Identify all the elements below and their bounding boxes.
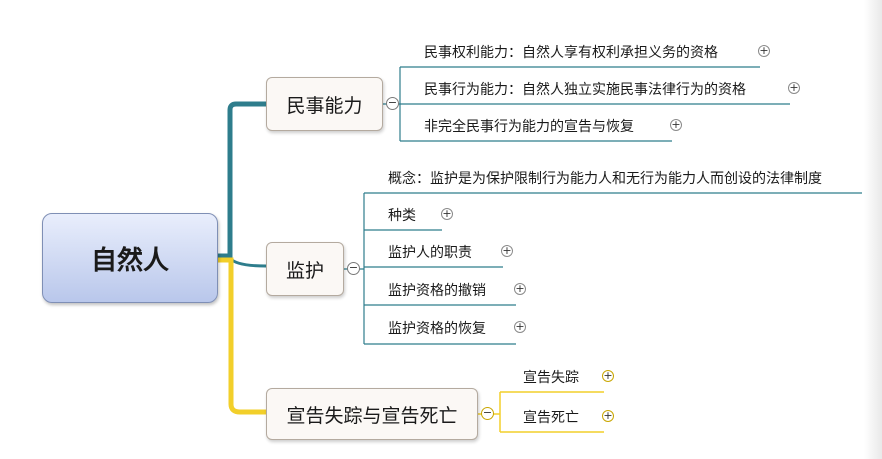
central-topic[interactable]: 自然人 — [42, 213, 218, 303]
expand-types-icon[interactable]: + — [441, 207, 453, 220]
expand-revocation-icon[interactable]: + — [514, 282, 526, 295]
subtopic-restoration[interactable]: 监护资格的恢复 — [388, 321, 486, 337]
expand-declare-missing-icon[interactable]: + — [602, 369, 614, 382]
topic-civil-capacity[interactable]: 民事能力 — [266, 77, 383, 131]
branch-connector-civil — [218, 101, 266, 259]
subtopic-guardianship-concept[interactable]: 概念：监护是为保护限制行为能力人和无行为能力人而创设的法律制度 — [388, 171, 822, 187]
collapse-guardianship-icon[interactable]: − — [347, 261, 360, 275]
subtopic-civil-conduct-capacity[interactable]: 民事行为能力：自然人独立实施民事法律行为的资格 — [424, 82, 746, 98]
subtopic-guardian-duties[interactable]: 监护人的职责 — [388, 245, 472, 261]
subtopic-declare-missing[interactable]: 宣告失踪 — [523, 370, 579, 386]
collapse-declaration-icon[interactable]: − — [481, 406, 494, 420]
expand-incomplete-capacity-icon[interactable]: + — [670, 118, 682, 131]
subtopic-revocation[interactable]: 监护资格的撤销 — [388, 283, 486, 299]
expand-civil-conduct-icon[interactable]: + — [788, 81, 800, 94]
topic-declaration[interactable]: 宣告失踪与宣告死亡 — [266, 388, 478, 440]
branch-connector-declaration — [218, 257, 266, 415]
scroll-edge-shade — [864, 0, 882, 459]
collapse-civil-icon[interactable]: − — [386, 96, 399, 110]
expand-declare-death-icon[interactable]: + — [602, 409, 614, 422]
subtopic-declare-death[interactable]: 宣告死亡 — [523, 410, 579, 426]
expand-restoration-icon[interactable]: + — [514, 320, 526, 333]
expand-civil-rights-icon[interactable]: + — [758, 44, 770, 57]
subtopic-civil-rights-capacity[interactable]: 民事权利能力：自然人享有权利承担义务的资格 — [424, 45, 718, 61]
subtopic-guardianship-types[interactable]: 种类 — [388, 208, 416, 224]
topic-guardianship[interactable]: 监护 — [266, 242, 344, 296]
expand-duties-icon[interactable]: + — [501, 244, 513, 257]
subtopic-incomplete-capacity[interactable]: 非完全民事行为能力的宣告与恢复 — [424, 119, 634, 135]
